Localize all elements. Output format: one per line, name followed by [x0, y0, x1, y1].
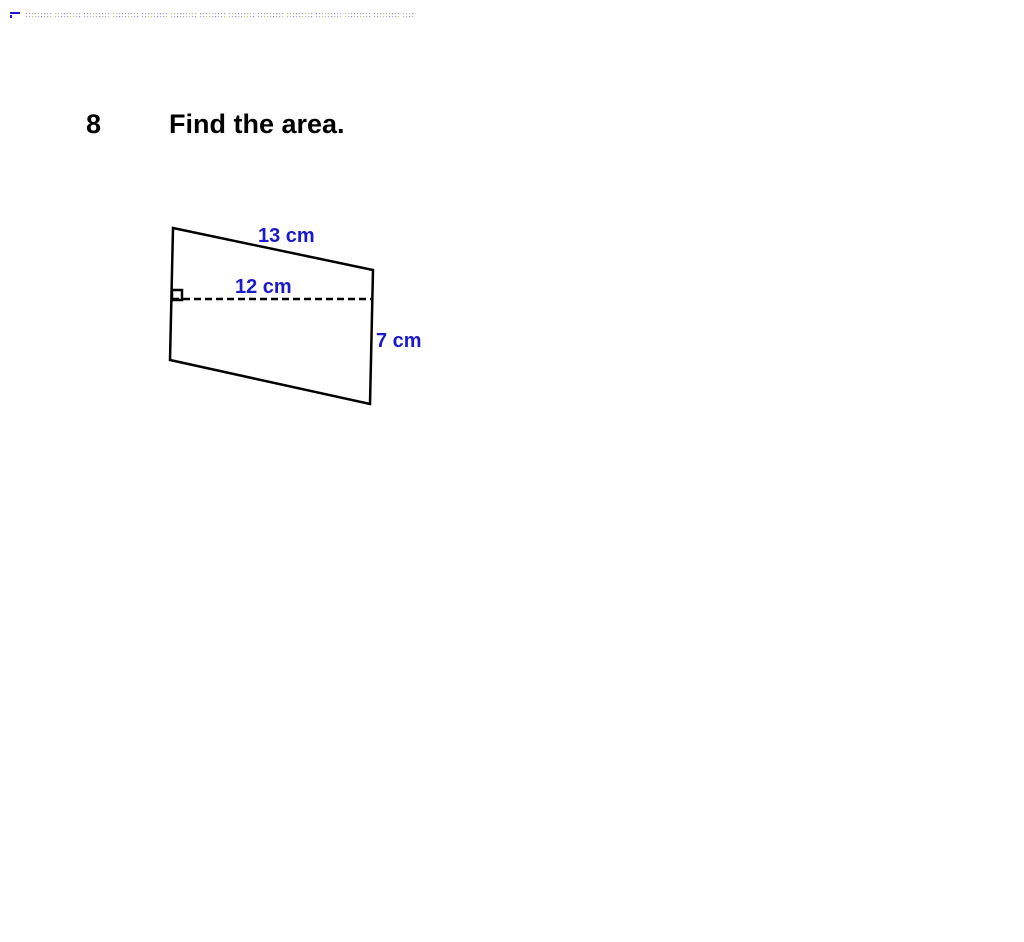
question-prompt: Find the area. — [169, 109, 345, 139]
decorative-dot-strip — [10, 12, 414, 18]
height-label: 12 cm — [235, 276, 292, 298]
question-number: 8 — [86, 109, 102, 139]
top-side-label: 13 cm — [258, 225, 315, 247]
right-angle-marker — [170, 288, 184, 302]
right-side-label: 7 cm — [376, 330, 422, 352]
parallelogram-outline — [168, 226, 375, 406]
